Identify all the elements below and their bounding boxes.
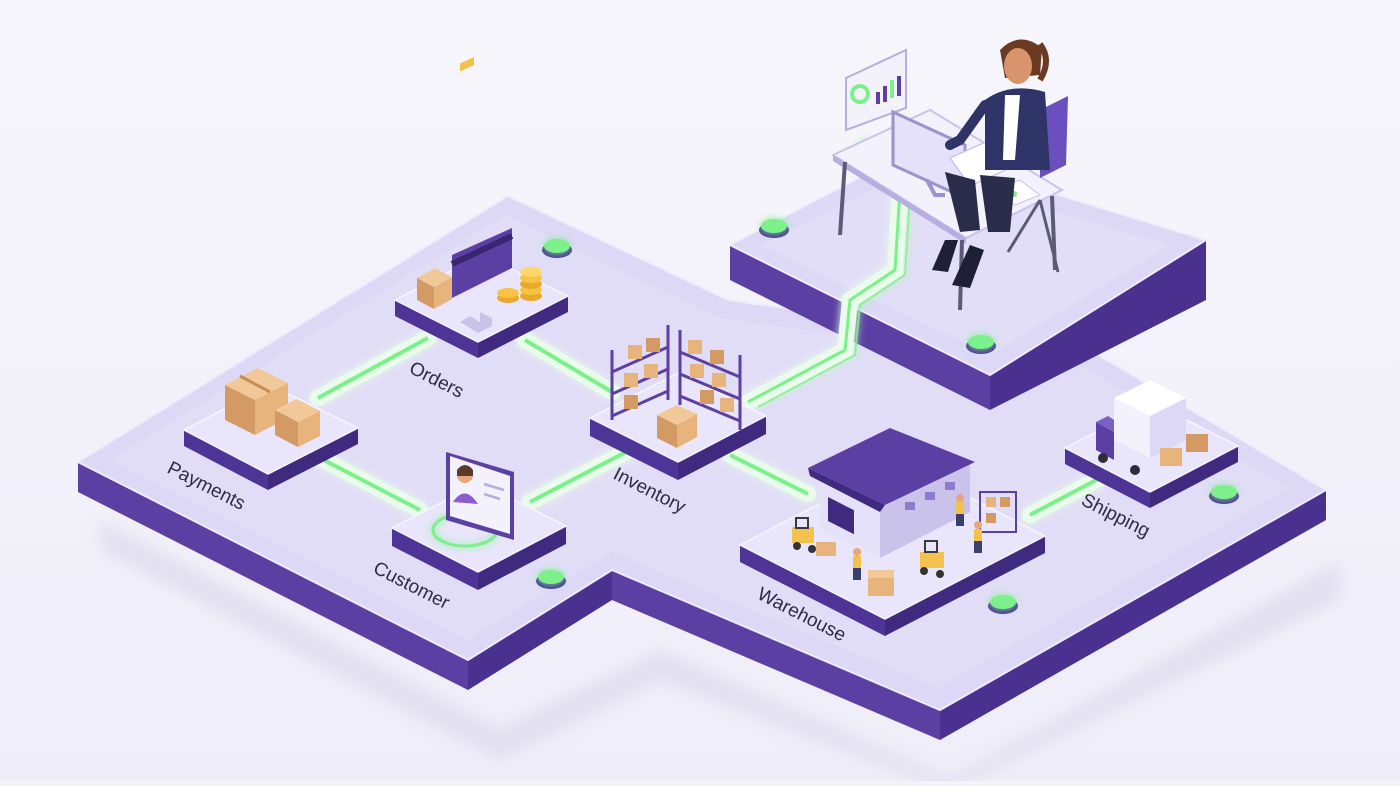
forklift-icon: [920, 540, 944, 578]
forklift-icon: [792, 517, 836, 556]
warehouse-building-icon: [808, 428, 975, 558]
status-node-icon: [536, 570, 566, 589]
platform-shadow: [100, 520, 1340, 786]
tile-customer: [390, 452, 568, 590]
operator-desk: [830, 39, 1068, 311]
coins-icon: [497, 267, 542, 303]
id-card-icon: [446, 452, 514, 540]
boxes-icon: [657, 405, 697, 448]
connectors: [310, 182, 1108, 523]
status-node-icon: [966, 335, 996, 354]
shelves-icon: [610, 325, 742, 430]
tile-orders: [393, 56, 570, 358]
tile-payments: [182, 368, 360, 490]
status-node-icon: [1209, 485, 1239, 504]
connector-payments-orders-core: [317, 336, 429, 400]
status-node-icon: [988, 595, 1018, 614]
boxes-icon: [225, 368, 320, 447]
delivery-truck-icon: [1096, 380, 1186, 475]
credit-card-icon: [450, 56, 514, 298]
boxes-icon: [868, 491, 1017, 596]
worker-icon: [853, 494, 982, 580]
operator-person-icon: [932, 39, 1050, 288]
receipt-icon: [460, 312, 492, 333]
tile-inventory: [588, 325, 768, 480]
boxes-icon: [1160, 434, 1208, 466]
tile-warehouse: [738, 428, 1047, 636]
status-node-icon: [542, 239, 572, 258]
dashboard-icon: [845, 48, 907, 132]
tile-shipping: [1063, 380, 1240, 508]
boxes-icon: [417, 268, 452, 309]
status-node-icon: [759, 219, 789, 238]
